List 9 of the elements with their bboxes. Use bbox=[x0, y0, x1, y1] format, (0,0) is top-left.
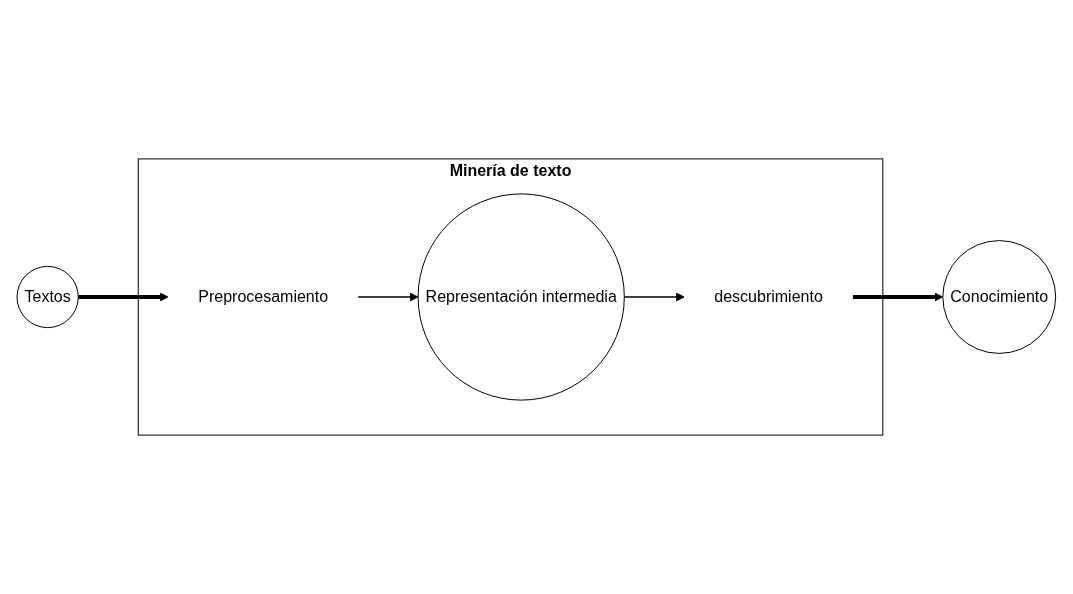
node-circle: Representación intermedia bbox=[417, 193, 625, 401]
arrow bbox=[357, 292, 419, 302]
node-circle: Conocimiento bbox=[942, 240, 1057, 354]
node-text: Preprocesamiento bbox=[198, 288, 329, 305]
arrow bbox=[78, 292, 169, 302]
node-text: descubrimiento bbox=[714, 288, 823, 305]
arrow bbox=[853, 292, 944, 302]
node-circle: Textos bbox=[16, 265, 79, 329]
arrow bbox=[623, 292, 685, 302]
